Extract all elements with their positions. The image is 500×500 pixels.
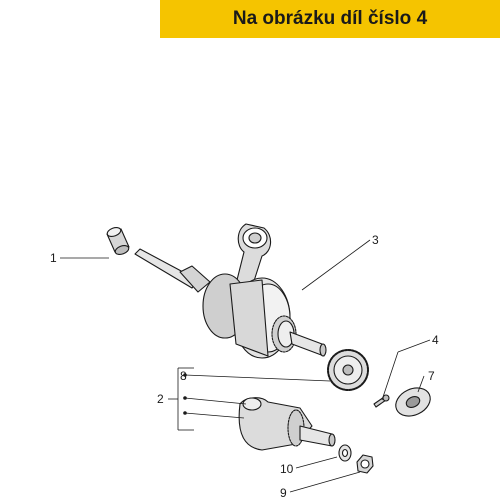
part-2-balance-shaft <box>238 397 336 451</box>
banner-title: Na obrázku díl číslo 4 <box>232 8 428 29</box>
callout-4: 4 <box>432 333 439 347</box>
part-7-washer <box>395 387 431 417</box>
callout-1: 1 <box>50 251 57 265</box>
bracket-dots <box>183 373 187 415</box>
leader-lines <box>60 239 431 493</box>
title-banner: Na obrázku díl číslo 4 <box>160 0 500 38</box>
callout-2: 2 <box>157 392 164 406</box>
callout-8: 8 <box>180 369 187 383</box>
callout-9: 9 <box>280 486 287 500</box>
callout-3: 3 <box>372 233 379 247</box>
part-8-gear <box>327 349 369 391</box>
part-4-screw <box>373 394 390 408</box>
callout-10: 10 <box>280 462 294 476</box>
part-3-crankshaft <box>134 223 327 359</box>
part-1-bushing <box>106 226 130 256</box>
part-9-nut <box>356 454 374 474</box>
part-10-washer <box>338 444 352 462</box>
callout-7: 7 <box>428 369 435 383</box>
